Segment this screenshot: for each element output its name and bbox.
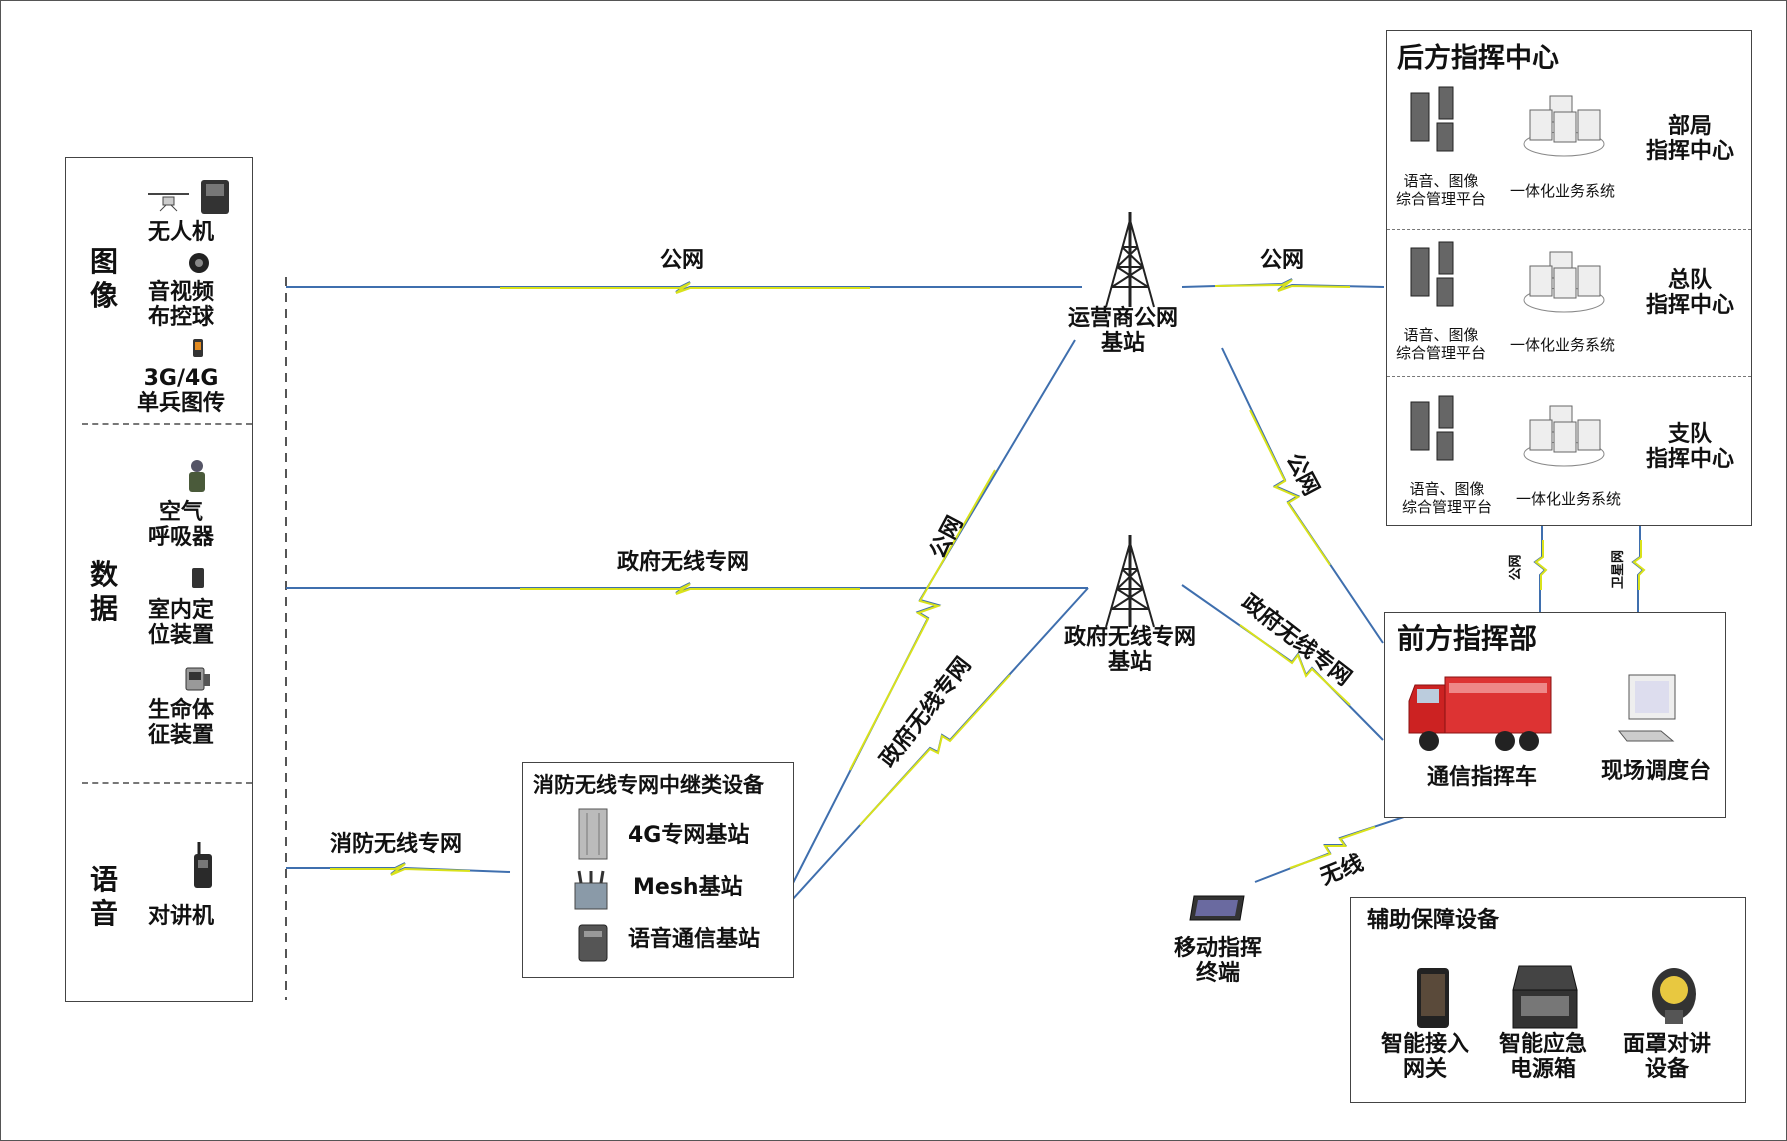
section-title-voice: 语音 [89, 863, 118, 930]
relay-title: 消防无线专网中继类设备 [533, 773, 764, 797]
aux-item-power: 智能应急 电源箱 [1499, 1032, 1588, 1083]
aux-equipment-box: 辅助保障设备 智能接入 网关 智能应急 电源箱 面罩对讲 设备 [1350, 897, 1746, 1103]
section-title-image: 图像 [89, 245, 118, 312]
item-single-soldier: 3G/4G 单兵图传 [136, 366, 225, 417]
link-fire [286, 862, 511, 876]
business-system-icon [1523, 405, 1605, 467]
level-label: 部局 指挥中心 [1646, 114, 1735, 165]
link-label-public-top: 公网 [660, 248, 705, 273]
item-vital-signs: 生命体 征装置 [147, 698, 214, 749]
item-walkie-talkie: 对讲机 [147, 904, 214, 929]
front-command-post: 前方指挥部 通信指挥车 现场调度台 [1384, 612, 1726, 818]
platform-label: 语音、图像 综合管理平台 [1402, 480, 1493, 516]
drone-icon [148, 193, 189, 212]
server-rack-icon [1410, 241, 1454, 307]
link-public-right [1181, 278, 1385, 292]
system-label: 一体化业务系统 [1516, 490, 1622, 508]
mesh-station-icon [574, 870, 608, 910]
voice-station-icon [578, 924, 608, 962]
platform-label: 语音、图像 综合管理平台 [1396, 172, 1487, 208]
level-label: 总队 指挥中心 [1646, 268, 1735, 319]
item-ptz-ball: 音视频 布控球 [147, 280, 214, 331]
link-uplink-satellite [1631, 525, 1646, 612]
business-system-icon [1523, 251, 1605, 313]
gov-station-label: 政府无线专网 基站 [1064, 625, 1197, 676]
tablet-icon [1189, 895, 1245, 921]
operator-station-label: 运营商公网 基站 [1068, 306, 1179, 357]
controller-case-icon [201, 180, 229, 214]
breathing-apparatus-icon [189, 460, 205, 492]
power-box-icon [1512, 965, 1578, 1029]
item-drone: 无人机 [147, 220, 214, 245]
link-wireless [1254, 814, 1411, 883]
terminal-panel: 图像 数据 语音 无人机 音视频 布控球 3G/4G 单兵图传 空气 呼吸器 室… [65, 157, 253, 1002]
vital-signs-device-icon [185, 667, 210, 691]
link-uplink-public [1533, 525, 1548, 612]
aux-title: 辅助保障设备 [1367, 908, 1500, 933]
tower-icon [1105, 212, 1155, 308]
link-public-top [286, 281, 1082, 294]
handheld-transmitter-icon [193, 339, 203, 357]
link-label-fire: 消防无线专网 [330, 832, 463, 857]
system-label: 一体化业务系统 [1510, 336, 1616, 354]
indoor-locator-icon [192, 568, 204, 588]
link-label-gov-left: 政府无线专网 [617, 550, 750, 575]
section-title-data: 数据 [89, 558, 118, 625]
relay-device-box: 消防无线专网中继类设备 4G专网基站 Mesh基站 语音通信基站 [522, 762, 794, 978]
mobile-terminal-label: 移动指挥 终端 [1174, 936, 1263, 987]
link-label-public-right: 公网 [1260, 248, 1305, 273]
base-station-cabinet-icon [578, 808, 608, 860]
server-rack-icon [1410, 86, 1454, 152]
item-breathing: 空气 呼吸器 [147, 500, 214, 551]
relay-item-voice: 语音通信基站 [628, 927, 761, 952]
server-rack-icon [1410, 395, 1454, 461]
vehicle-label: 通信指挥车 [1427, 765, 1538, 790]
system-label: 一体化业务系统 [1510, 182, 1616, 200]
ptz-camera-icon [189, 253, 209, 273]
relay-item-4g: 4G专网基站 [628, 823, 750, 848]
divider [1387, 229, 1751, 230]
front-command-title: 前方指挥部 [1397, 622, 1538, 655]
item-indoor-location: 室内定 位装置 [147, 598, 214, 649]
divider [82, 423, 252, 425]
link-gov-diag-left [791, 587, 1089, 901]
link-public-diag-left [791, 339, 1076, 886]
link-public-diag-right [1221, 347, 1384, 644]
computer-console-icon [1617, 674, 1676, 742]
aux-item-mask: 面罩对讲 设备 [1623, 1032, 1712, 1083]
level-label: 支队 指挥中心 [1646, 422, 1735, 473]
link-label-uplink-public: 公网 [1508, 554, 1524, 581]
divider [1387, 376, 1751, 377]
relay-item-mesh: Mesh基站 [633, 875, 743, 900]
link-gov-left [286, 582, 1088, 595]
divider [82, 782, 252, 784]
smartphone-icon [1417, 968, 1449, 1028]
tower-icon [1105, 535, 1155, 628]
aux-item-gateway: 智能接入 网关 [1381, 1032, 1470, 1083]
fire-truck-icon [1408, 676, 1552, 751]
platform-label: 语音、图像 综合管理平台 [1396, 326, 1487, 362]
walkie-talkie-icon [194, 842, 212, 888]
mask-intercom-icon [1652, 968, 1696, 1024]
console-label: 现场调度台 [1601, 759, 1712, 784]
link-gov-diag-right [1181, 584, 1384, 741]
rear-center-title: 后方指挥中心 [1397, 43, 1559, 74]
link-label-uplink-satellite: 卫星网 [1611, 549, 1627, 589]
business-system-icon [1523, 95, 1605, 157]
